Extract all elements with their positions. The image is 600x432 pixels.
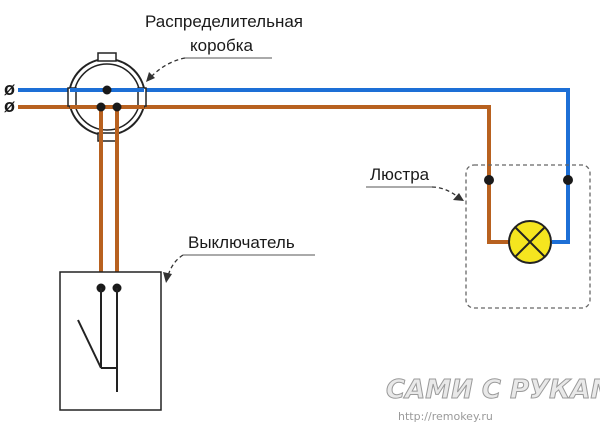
junction-box xyxy=(67,52,147,142)
junction-node-brown-left xyxy=(96,102,106,112)
watermark-url: http://remokey.ru xyxy=(398,410,493,423)
switch-label: Выключатель xyxy=(188,233,295,252)
switch-lever xyxy=(77,319,102,369)
chandelier-arrowhead xyxy=(453,193,464,201)
junction-box-arrowhead xyxy=(146,72,155,82)
chandelier-leader-arrow xyxy=(431,186,459,198)
junction-box-label-line2: коробка xyxy=(190,36,254,55)
brown-wire-to-lamp xyxy=(18,105,509,244)
switch-box xyxy=(59,271,162,411)
chandelier-box xyxy=(465,164,591,309)
terminal-symbol-brown: ø xyxy=(4,96,15,116)
lamp-icon xyxy=(508,220,552,264)
watermark-title: Сами с Руками xyxy=(386,375,600,405)
junction-node-brown-right xyxy=(112,102,122,112)
blue-wire xyxy=(18,88,570,244)
terminal-symbol-blue: ø xyxy=(4,79,15,99)
switch-arrowhead xyxy=(163,272,172,283)
chandelier-label: Люстра xyxy=(370,165,430,184)
chandelier-node-brown xyxy=(484,175,494,185)
junction-box-leader-arrow xyxy=(149,57,186,79)
junction-node-blue xyxy=(102,85,112,95)
switch-leader-arrow xyxy=(167,254,184,277)
junction-box-label-line1: Распределительная xyxy=(145,12,303,31)
chandelier-node-blue xyxy=(563,175,573,185)
